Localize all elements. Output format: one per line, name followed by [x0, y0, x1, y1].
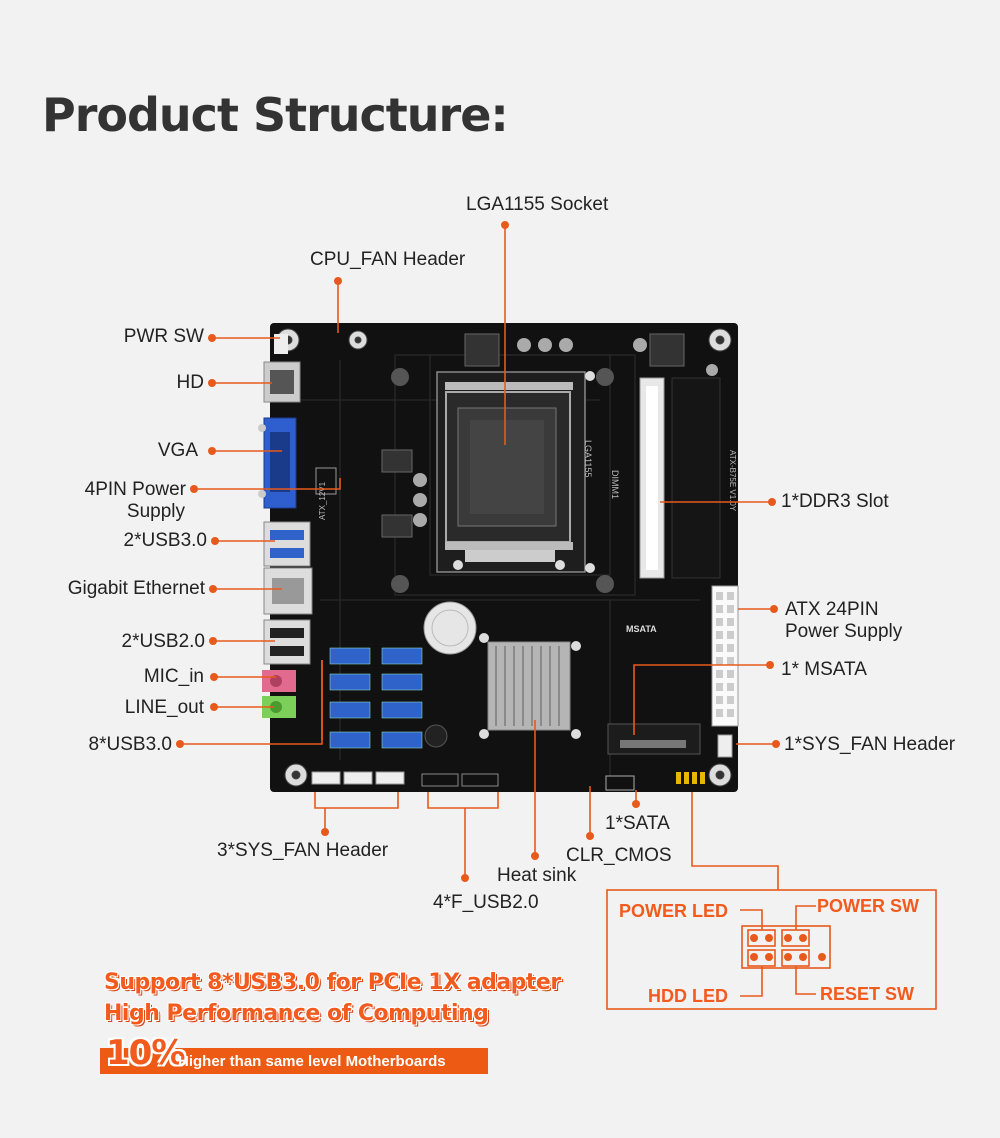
label-line-out: LINE_out	[124, 697, 204, 718]
callout-dots	[176, 221, 780, 882]
label-power-led: POWER LED	[619, 901, 729, 921]
label-clr-cmos: CLR_CMOS	[566, 845, 672, 866]
label-heat-sink: Heat sink	[497, 865, 577, 886]
socket-silk-label: LGA1155	[583, 440, 593, 477]
label-msata: 1* MSATA	[781, 659, 867, 680]
label-gigabit-ethernet: Gigabit Ethernet	[67, 578, 205, 599]
msata-silk-label: MSATA	[626, 624, 657, 634]
label-1-sys-fan-header: 1*SYS_FAN Header	[784, 734, 956, 755]
label-lga1155-socket: LGA1155 Socket	[466, 194, 609, 215]
promo-percent: 10%	[106, 1033, 185, 1073]
label-2-usb30: 2*USB3.0	[123, 530, 207, 551]
label-hdd-led: HDD LED	[648, 986, 728, 1006]
model-label: ATX-B75E V1.0Y	[728, 450, 737, 512]
label-1-sata: 1*SATA	[605, 813, 670, 834]
label-mic-in: MIC_in	[143, 666, 204, 687]
label-4pin-power-line2: Supply	[126, 501, 185, 522]
front-panel-diagram	[606, 889, 937, 1010]
label-pwr-sw: PWR SW	[123, 326, 204, 347]
label-3-sys-fan-header: 3*SYS_FAN Header	[217, 840, 389, 861]
label-vga: VGA	[157, 440, 198, 461]
promo-bar	[100, 1048, 488, 1074]
page-title: Product Structure:	[42, 88, 509, 142]
dimm-label: DIMM1	[610, 470, 620, 499]
label-2-usb20: 2*USB2.0	[121, 631, 205, 652]
label-4-f-usb20: 4*F_USB2.0	[433, 892, 539, 913]
promo-line-2: High Performance of Computing	[104, 1001, 489, 1026]
label-atx-24pin-line2: Power Supply	[785, 621, 903, 642]
promo-line-1: Support 8*USB3.0 for PCIe 1X adapter	[104, 970, 561, 995]
label-8-usb30: 8*USB3.0	[88, 734, 172, 755]
label-reset-sw: RESET SW	[820, 984, 915, 1004]
motherboard: DIMM1 ATX-B75E V1.0Y LGA1155 MSATA	[258, 323, 739, 792]
label-ddr3-slot: 1*DDR3 Slot	[781, 491, 889, 512]
label-power-sw: POWER SW	[817, 896, 919, 916]
label-4pin-power-line1: 4PIN Power	[84, 479, 186, 500]
label-atx-24pin-line1: ATX 24PIN	[785, 599, 879, 620]
label-cpu-fan-header: CPU_FAN Header	[310, 249, 466, 270]
callout-lines	[180, 225, 779, 890]
atx12v-label: ATX_12V1	[318, 481, 327, 520]
promo-subtext: Higher than same level Motherboards	[178, 1053, 446, 1070]
label-hd: HD	[176, 372, 204, 393]
